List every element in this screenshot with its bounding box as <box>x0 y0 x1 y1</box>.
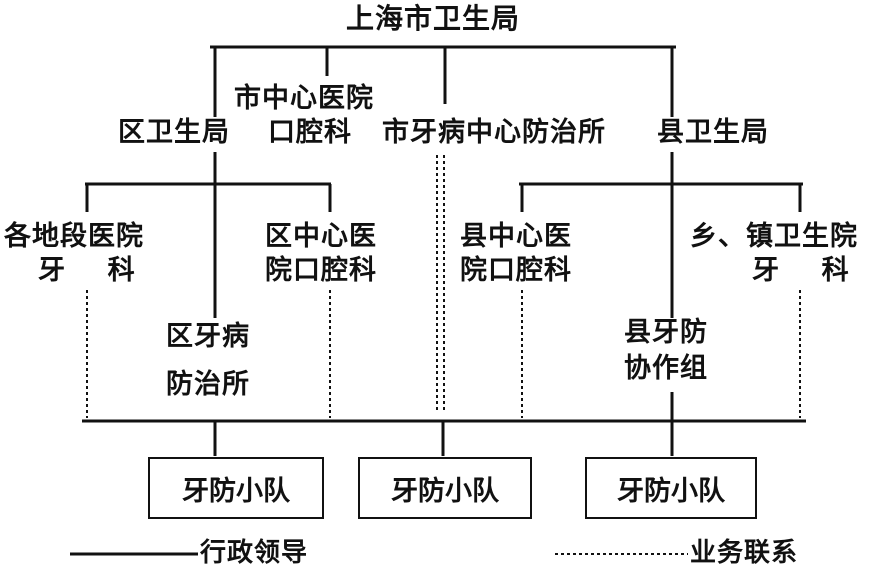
team-box-2: 牙防小队 <box>358 457 532 519</box>
node-city-center: 市牙病中心防治所 <box>382 117 606 148</box>
team-box-1: 牙防小队 <box>148 457 324 519</box>
team-label: 牙防小队 <box>617 475 725 507</box>
node-district-hospital-line2: 院口腔科 <box>265 255 377 286</box>
node-shanghai-health-bureau: 上海市卫生局 <box>346 2 521 35</box>
node-county-hospital-line2: 院口腔科 <box>460 255 572 286</box>
node-district-hospital-line1: 区中心医 <box>265 221 377 252</box>
node-county-group-line2: 协作组 <box>624 353 708 384</box>
node-local-hospital-line1: 各地段医院 <box>4 221 144 252</box>
node-city-hospital-line2: 口腔科 <box>268 117 352 148</box>
team-box-3: 牙防小队 <box>585 457 757 519</box>
node-township-line1: 乡、镇卫生院 <box>690 221 858 252</box>
node-local-hospital-line2: 牙 科 <box>38 255 136 286</box>
team-label: 牙防小队 <box>182 475 290 507</box>
team-label: 牙防小队 <box>391 475 499 507</box>
node-district-clinic-line2: 防治所 <box>166 369 250 400</box>
node-district-bureau: 区卫生局 <box>118 117 230 148</box>
legend-dotted-label: 业务联系 <box>690 538 799 568</box>
node-county-hospital-line1: 县中心医 <box>460 221 572 252</box>
node-county-bureau: 县卫生局 <box>657 117 769 148</box>
node-district-clinic-line1: 区牙病 <box>166 321 250 352</box>
node-township-line2: 牙 科 <box>752 255 850 286</box>
node-county-group-line1: 县牙防 <box>624 317 708 348</box>
legend-solid-label: 行政领导 <box>200 538 309 568</box>
node-city-hospital-line1: 市中心医院 <box>234 83 374 114</box>
